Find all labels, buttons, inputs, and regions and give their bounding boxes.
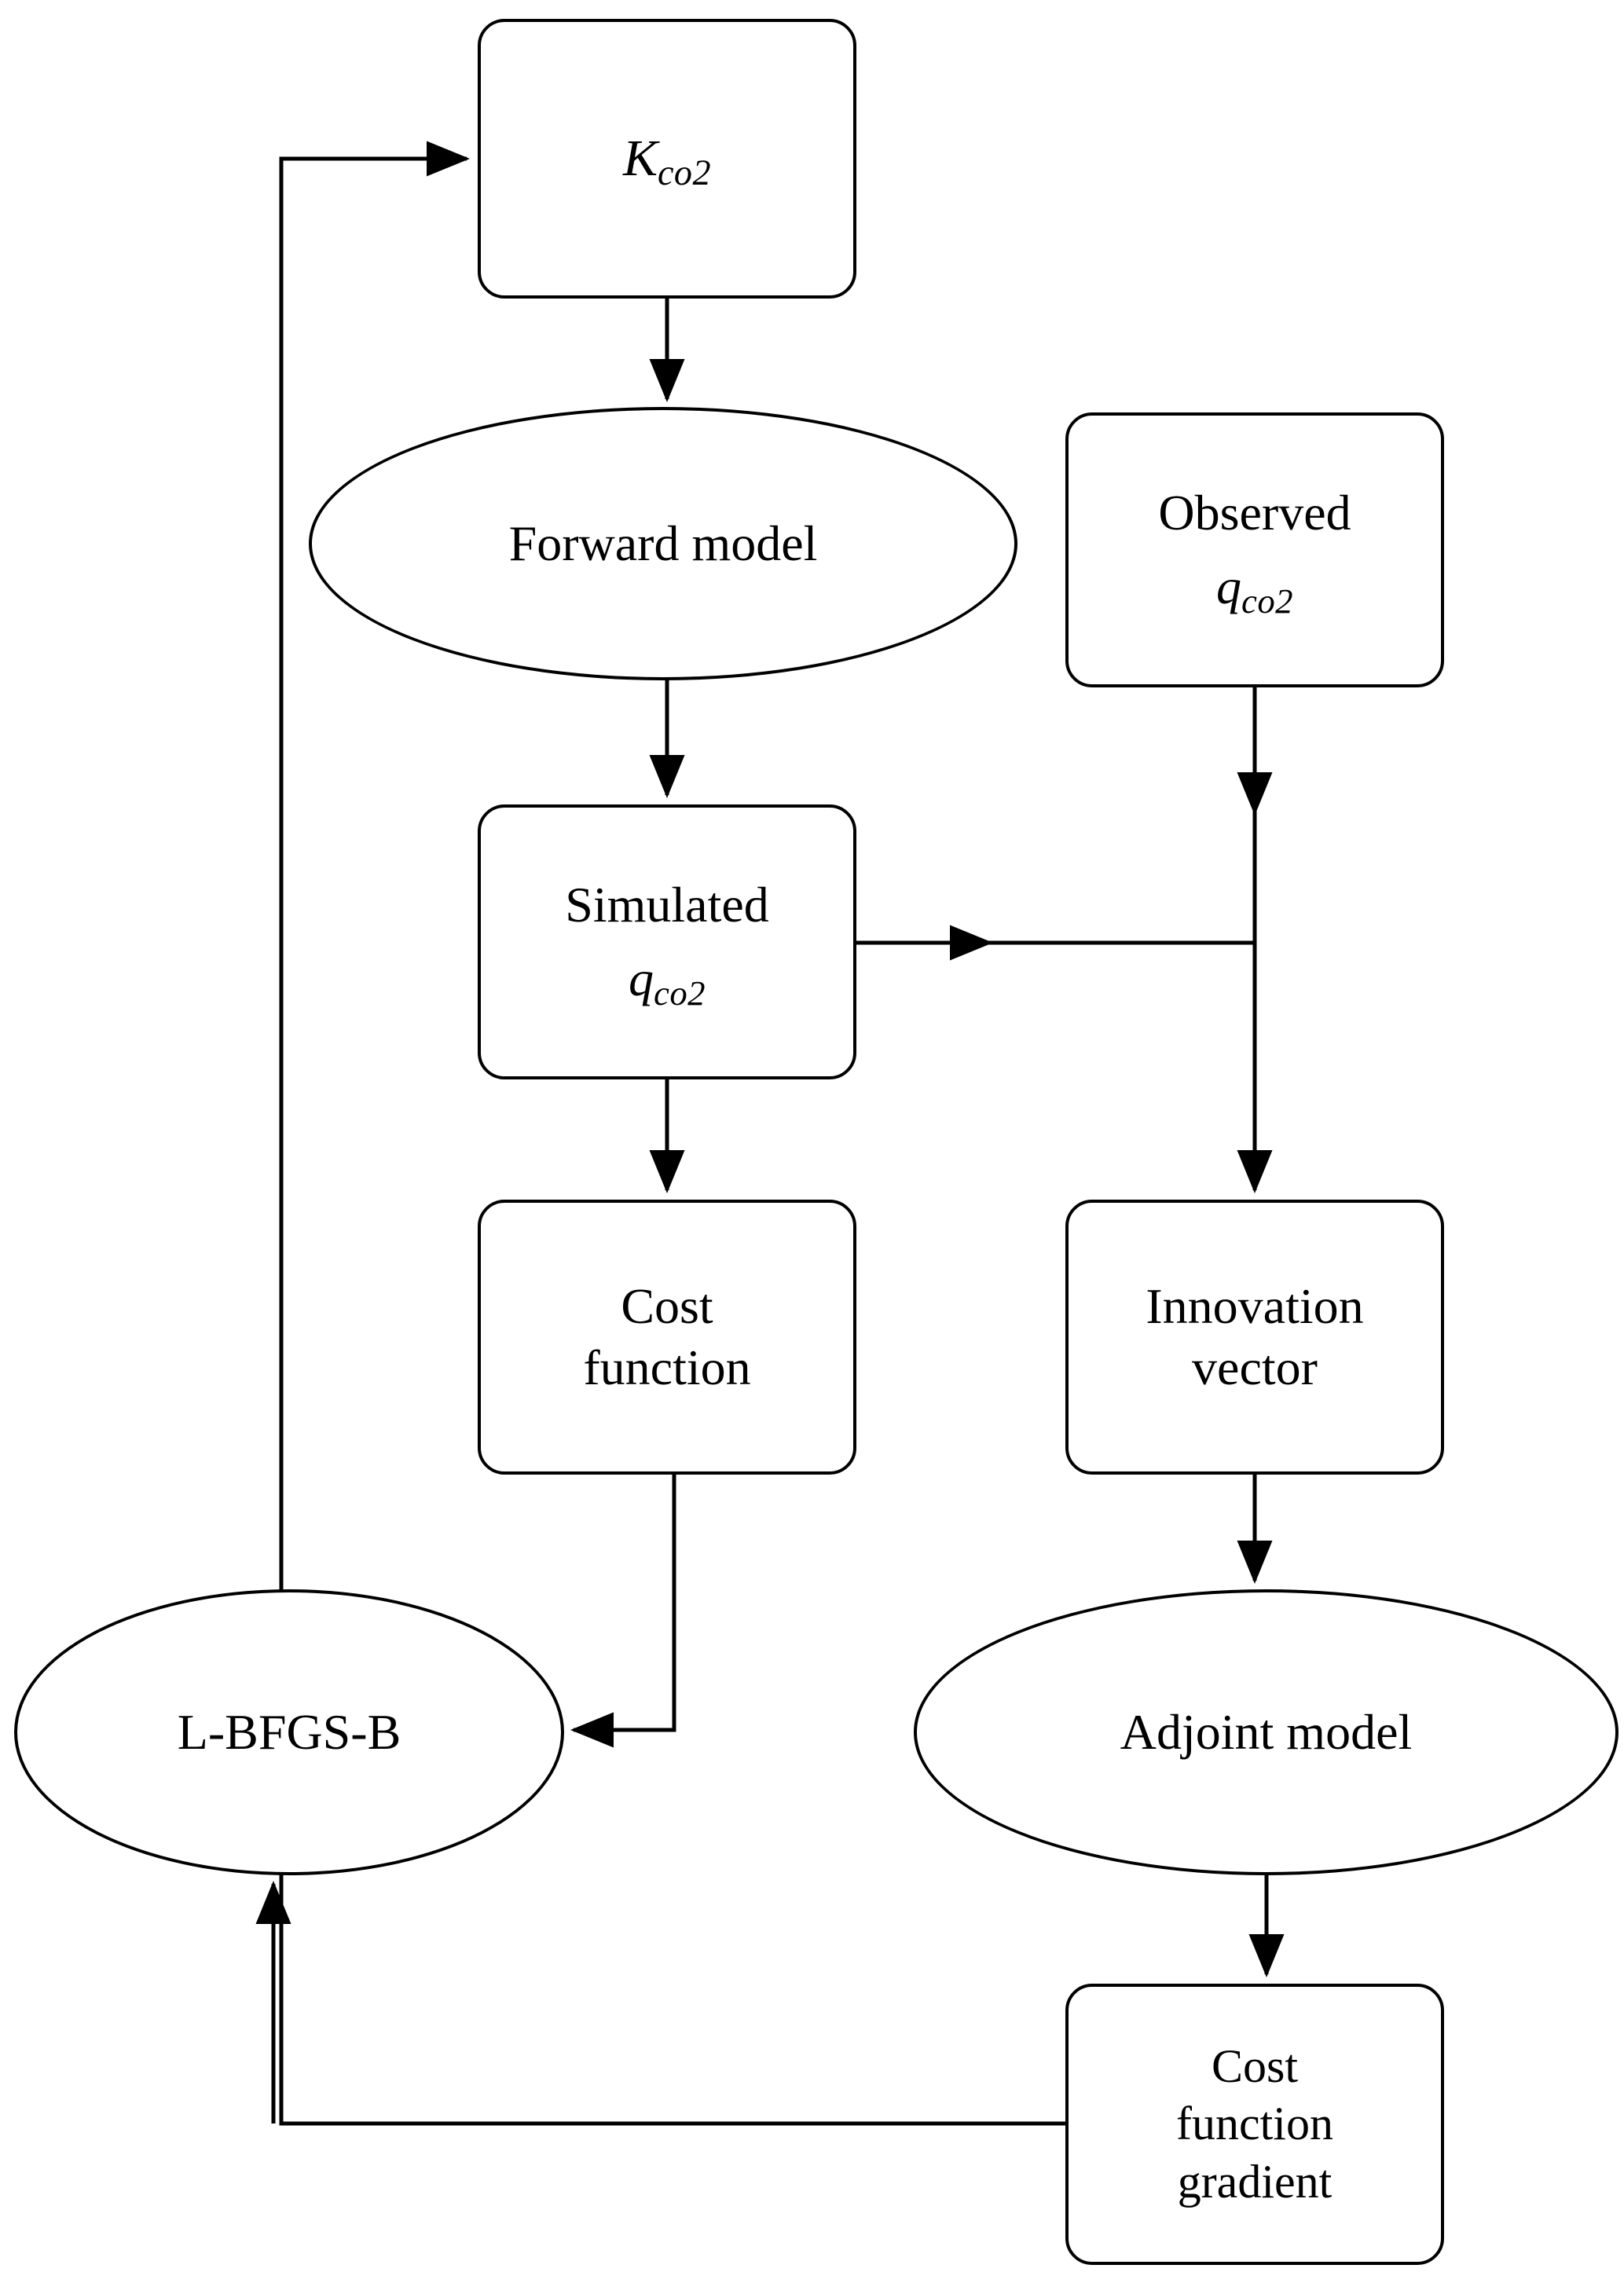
node-adjoint-model[interactable]: Adjoint model — [914, 1589, 1619, 1875]
edge-lbfgsb-to-kco2 — [279, 141, 1065, 2126]
node-cost-function-gradient-label-1: Cost — [1211, 2040, 1299, 2093]
node-innovation-vector[interactable]: Innovation vector — [1065, 1200, 1444, 1475]
node-cost-function[interactable]: Cost function — [478, 1200, 856, 1475]
node-l-bfgs-b[interactable]: L-BFGS-B — [14, 1589, 564, 1875]
node-cost-function-gradient-label-2: function — [1176, 2098, 1333, 2150]
node-observed-q-co2[interactable]: Observed qco2 — [1065, 412, 1444, 687]
node-k-co2[interactable]: Kco2 — [478, 19, 856, 299]
node-simulated-q-co2-label-2: qco2 — [628, 951, 706, 1013]
node-innovation-vector-label-2: vector — [1192, 1339, 1318, 1395]
edge-cost-to-lbfgsb — [570, 1475, 676, 1748]
node-observed-q-co2-label-2: qco2 — [1215, 559, 1294, 621]
node-innovation-vector-label-1: Innovation — [1146, 1277, 1364, 1334]
node-cost-function-gradient[interactable]: Cost function gradient — [1065, 1984, 1444, 2265]
node-simulated-q-co2-label-1: Simulated — [565, 876, 769, 933]
node-k-co2-label: Kco2 — [622, 129, 712, 192]
node-cost-function-gradient-label-3: gradient — [1177, 2155, 1333, 2208]
node-simulated-q-co2[interactable]: Simulated qco2 — [478, 804, 856, 1079]
node-cost-function-label-1: Cost — [621, 1277, 713, 1334]
node-cost-function-label-2: function — [583, 1339, 751, 1395]
node-forward-model[interactable]: Forward model — [309, 407, 1017, 680]
node-adjoint-model-label: Adjoint model — [1120, 1703, 1413, 1760]
node-l-bfgs-b-label: L-BFGS-B — [177, 1703, 401, 1760]
node-observed-q-co2-label-1: Observed — [1158, 484, 1351, 541]
node-forward-model-label: Forward model — [508, 515, 818, 571]
